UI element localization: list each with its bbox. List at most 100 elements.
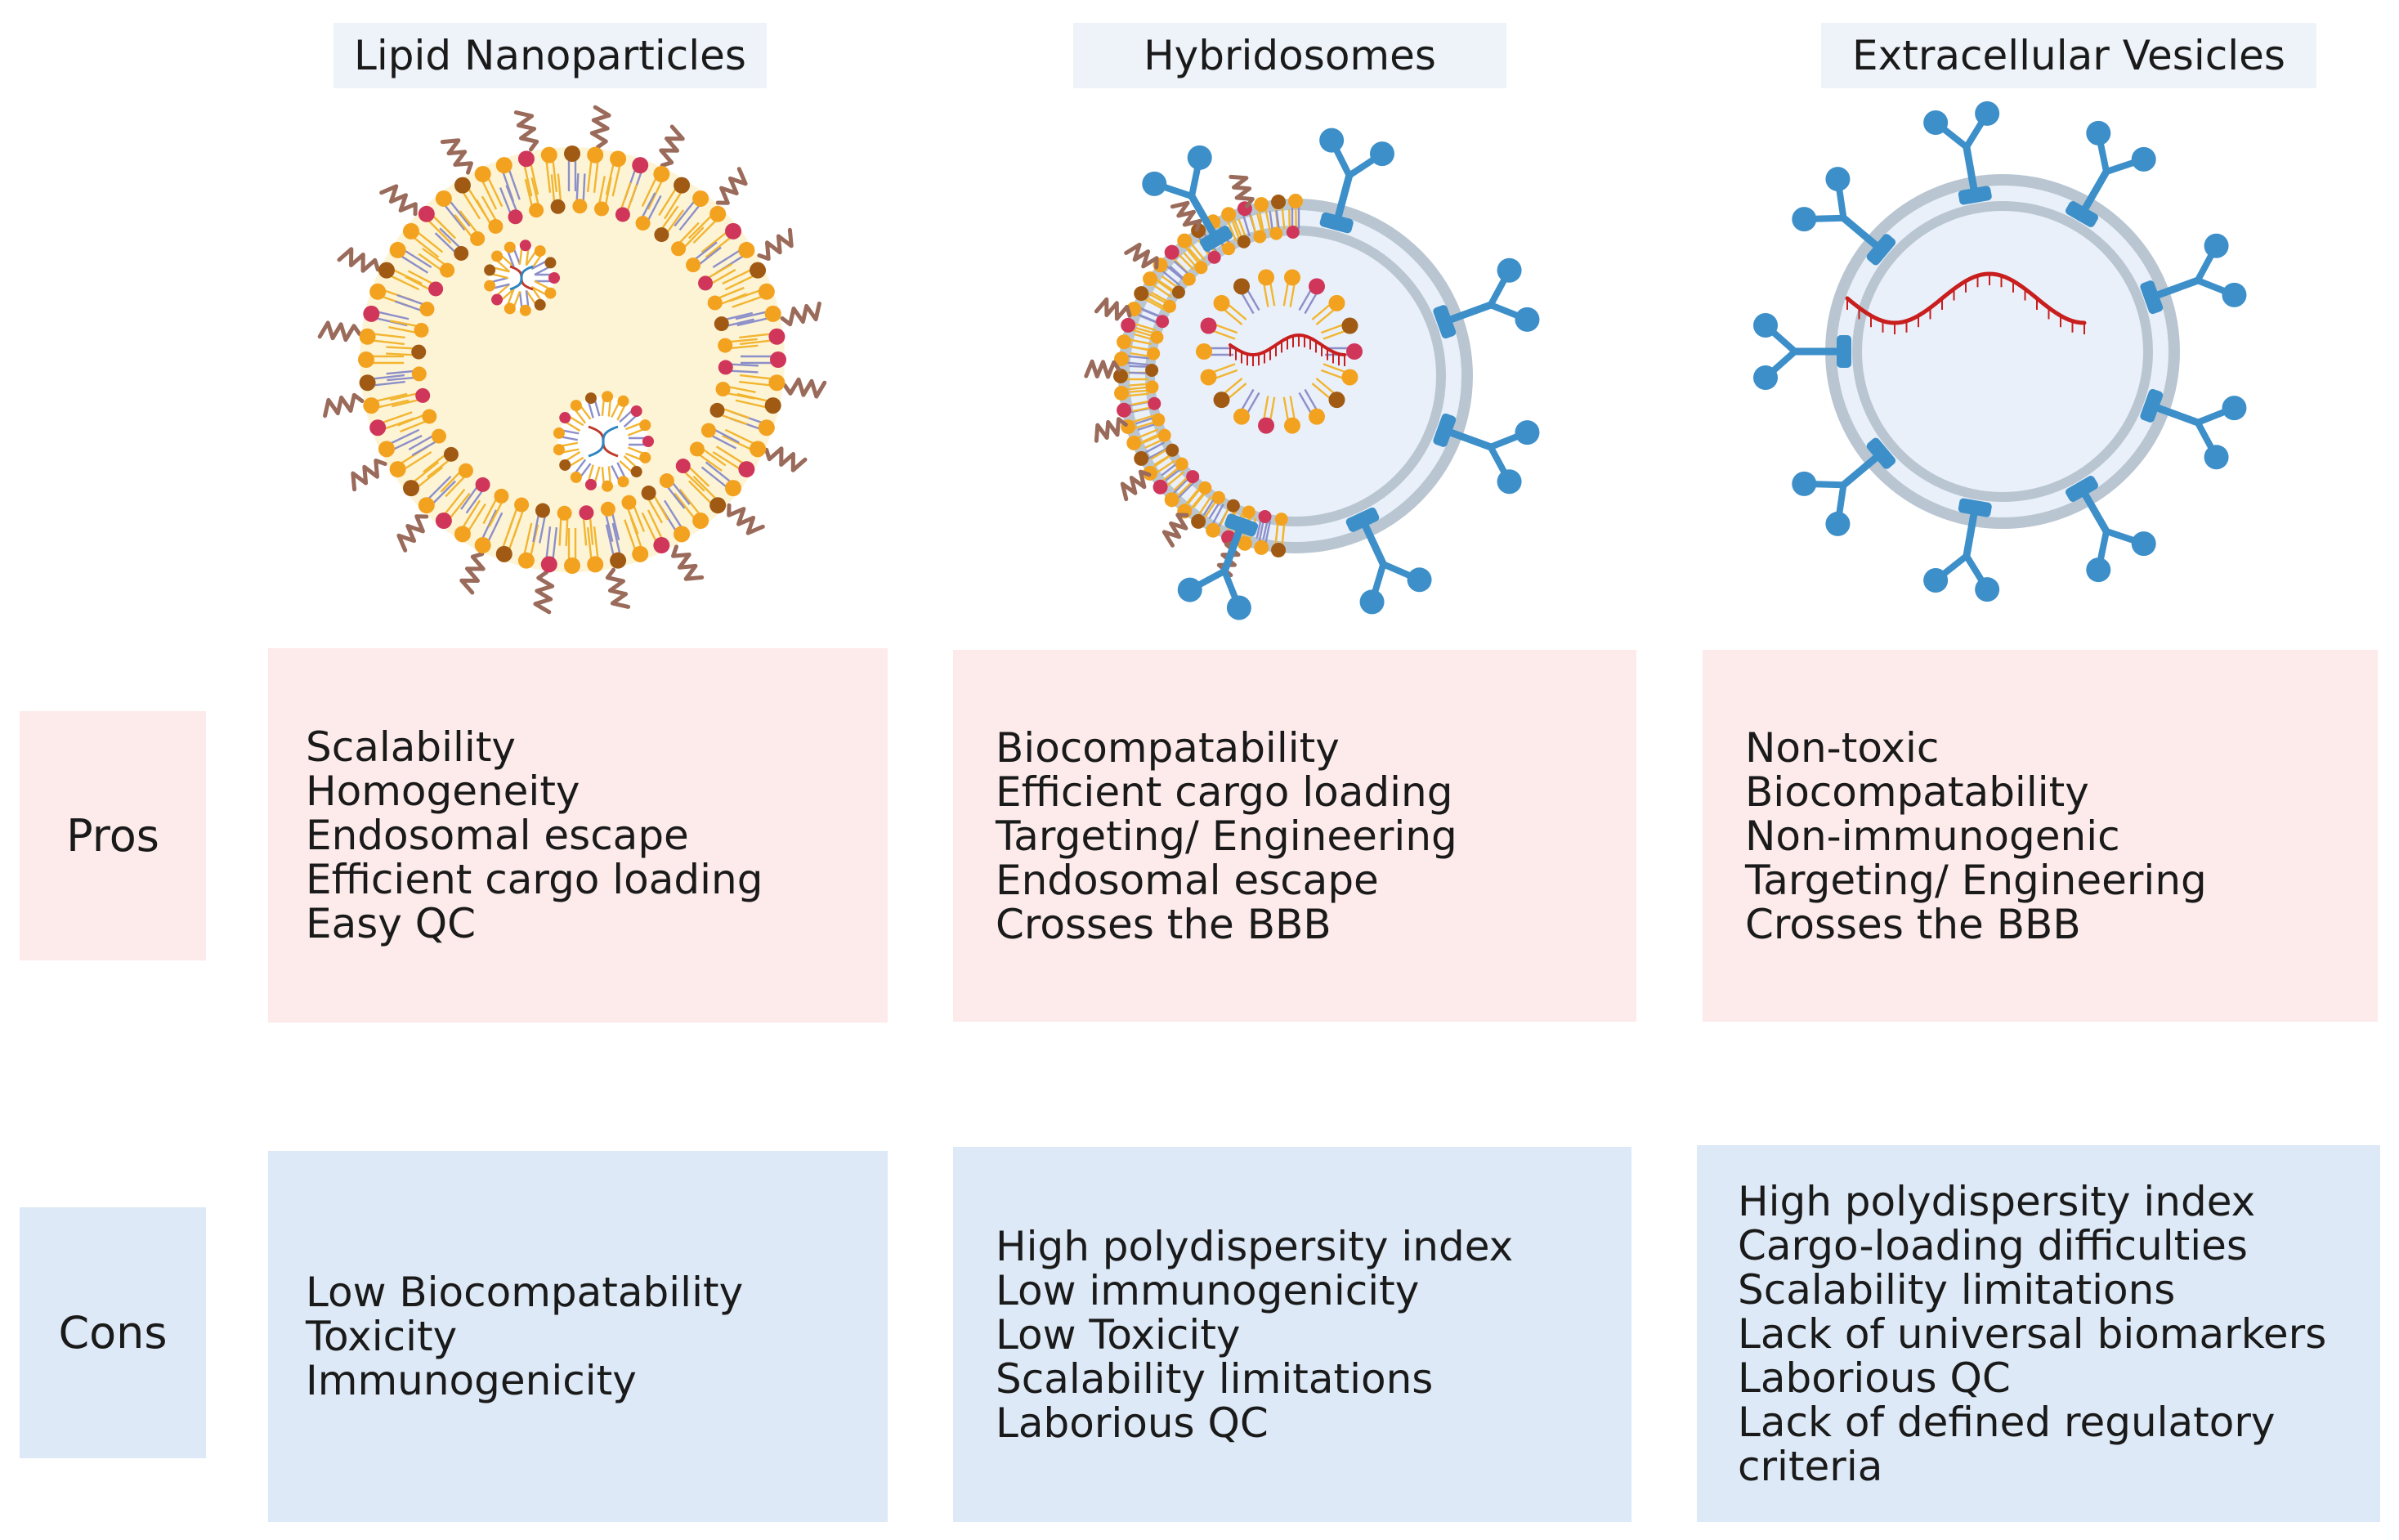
cons-list: High polydispersity index Cargo-loading … — [1738, 1180, 2380, 1489]
lipid-head — [1242, 505, 1255, 519]
lipid-head — [363, 397, 380, 414]
vesicle-lumen — [1124, 204, 1467, 548]
inner-lipid-shell — [1196, 269, 1363, 434]
lipid-head — [411, 366, 427, 382]
lipid-head — [764, 305, 781, 322]
pros-box-hybridosomes: Biocompatability Efficient cargo loading… — [953, 650, 1636, 1022]
lipid-head — [615, 207, 630, 222]
lipid-head — [1117, 334, 1132, 350]
lipid-head — [1328, 392, 1345, 409]
peg-chain — [605, 567, 631, 609]
peg-chain — [323, 392, 365, 419]
lipid-head — [1152, 413, 1166, 427]
lipid-head — [1134, 450, 1149, 466]
protein-head — [1975, 577, 2000, 602]
lipid-head — [544, 287, 557, 299]
lipid-head — [1121, 317, 1136, 333]
lipid-head — [579, 505, 594, 521]
lipid-head — [1237, 535, 1252, 551]
lipid-head — [1286, 226, 1300, 240]
cons-item: criteria — [1738, 1442, 1883, 1490]
lipid-head — [600, 501, 615, 517]
peg-chain — [1124, 242, 1159, 270]
hybridosome-illustration — [1084, 128, 1540, 620]
lipid-head — [707, 295, 723, 311]
lipid-head — [369, 419, 387, 436]
pros-box-extracellular-vesicles: Non-toxic Biocompatability Non-immunogen… — [1703, 650, 2378, 1022]
lipid-head — [1126, 435, 1142, 450]
lipid-head — [709, 497, 727, 514]
lipid-head — [641, 486, 656, 501]
peg-chain — [589, 105, 611, 150]
lipid-head — [617, 476, 629, 488]
protein-head — [2204, 233, 2229, 258]
peg-chain — [440, 138, 473, 175]
lipid-head — [1171, 285, 1185, 299]
peg-chain — [780, 301, 821, 327]
peg-chain — [1120, 469, 1152, 502]
lipid-head — [418, 205, 435, 222]
lipid-head — [418, 497, 435, 514]
peg-chain — [659, 124, 685, 168]
protein-stalk — [1188, 192, 1220, 243]
pros-row-label: Pros — [20, 711, 206, 960]
lipid-head — [1254, 197, 1269, 213]
inverse-micelle — [484, 240, 560, 316]
pros-item: Non-toxic — [1745, 723, 1940, 772]
lipid-head — [594, 201, 610, 217]
lipid-head — [484, 264, 496, 276]
lipid-head — [402, 222, 419, 240]
lipid-head — [764, 397, 781, 414]
lipid-head — [654, 227, 669, 243]
lipid-head — [758, 283, 775, 300]
column-title-extracellular-vesicles: Extracellular Vesicles — [1821, 23, 2316, 88]
lipid-head — [675, 459, 691, 474]
protein-head — [1825, 511, 1851, 536]
lipid-nanoparticle-illustration — [317, 105, 827, 615]
protein-head — [1407, 567, 1432, 593]
lipid-head — [1157, 428, 1171, 442]
pros-item: Efficient cargo loading — [996, 768, 1453, 816]
lipid-head — [458, 463, 473, 478]
lipid-head — [1211, 490, 1225, 504]
cons-item: Immunogenicity — [306, 1357, 637, 1404]
lipid-head — [1114, 385, 1130, 401]
lipid-head — [495, 545, 512, 562]
pros-item: Homogeneity — [306, 768, 580, 815]
protein-head — [1792, 207, 1817, 232]
lipid-head — [1271, 195, 1287, 210]
protein-head — [1825, 167, 1851, 192]
protein-head — [1359, 589, 1385, 615]
lipid-head — [698, 275, 714, 291]
protein-head — [1515, 307, 1540, 332]
protein-head — [1923, 568, 1949, 593]
protein-head — [1319, 128, 1345, 153]
lipid-head — [1213, 294, 1230, 311]
pros-list: Non-toxic Biocompatability Non-immunogen… — [1745, 726, 2378, 947]
lipid-head — [1269, 226, 1283, 240]
cons-item: High polydispersity index — [996, 1222, 1514, 1270]
lipid-head — [639, 451, 651, 463]
cons-item: Scalability limitations — [1738, 1265, 2176, 1314]
protein-head — [1369, 141, 1394, 167]
lipid-head — [535, 503, 550, 518]
lipid-head — [1163, 299, 1177, 313]
peg-chain — [1094, 417, 1128, 443]
protein-stalk — [2078, 485, 2110, 535]
protein-head — [1226, 595, 1251, 620]
lipid-head — [474, 165, 491, 182]
pros-item: Targeting/ Engineering — [996, 812, 1457, 860]
dna-strand — [588, 425, 619, 458]
vesicle-lumen — [1831, 180, 2174, 523]
protein-stalk — [2147, 401, 2202, 427]
lipid-head — [671, 241, 687, 257]
lipid-head — [1156, 315, 1170, 329]
cons-item: Cargo-loading difficulties — [1738, 1221, 2248, 1269]
lipid-head — [709, 402, 725, 418]
lipid-head — [389, 241, 406, 258]
lipid-head — [1274, 513, 1288, 526]
peg-chain — [1094, 297, 1132, 321]
lipid-head — [1283, 269, 1300, 286]
pros-box-lipid-nanoparticles: Scalability Homogeneity Endosomal escape… — [268, 648, 888, 1023]
protein-head — [2131, 531, 2156, 557]
